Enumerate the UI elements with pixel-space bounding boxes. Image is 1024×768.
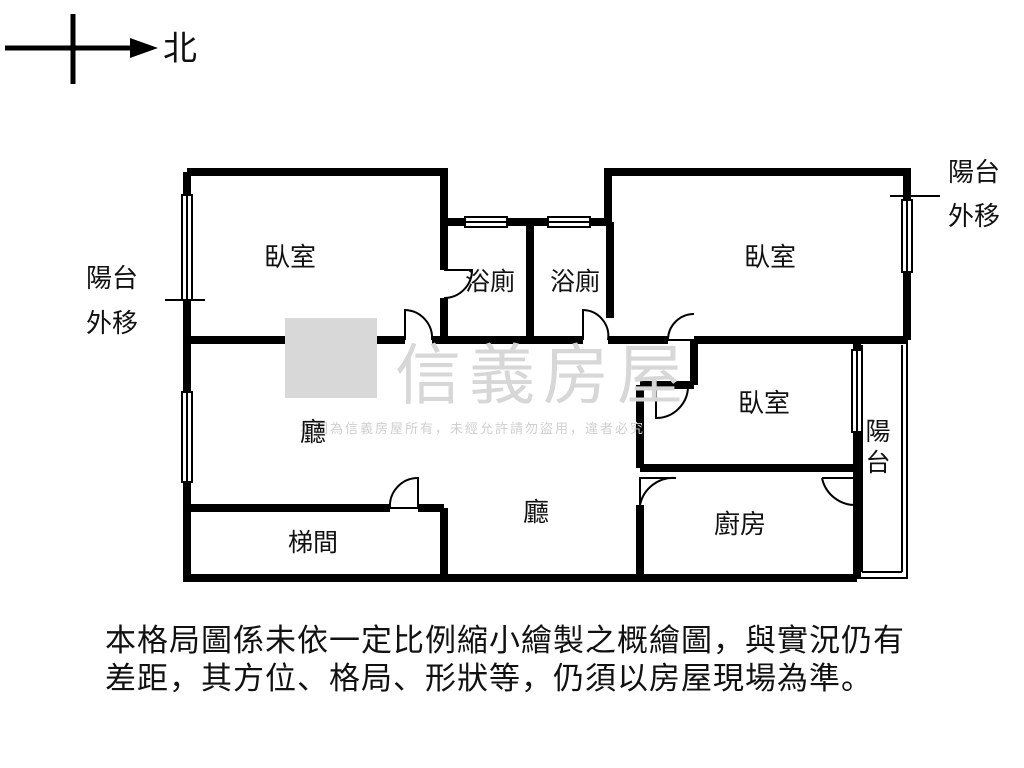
annotation-balcony-right-1: 陽台 (948, 158, 1001, 188)
room-hall-w: 廳 (300, 418, 327, 448)
windows (181, 194, 913, 483)
watermark-logo (285, 318, 377, 398)
room-bedroom-e: 臥室 (738, 389, 791, 419)
disclaimer-notice: 本格局圖係未依一定比例縮小繪製之概繪圖，與實況仍有差距，其方位、格局、形狀等，仍… (105, 623, 905, 697)
north-arrow (5, 14, 158, 84)
room-bedroom-ne: 臥室 (744, 243, 797, 273)
annotation-balcony-right-2: 外移 (948, 202, 1001, 232)
room-bath-2: 浴廁 (550, 267, 601, 296)
watermark-copyright: 本圖為信義房屋所有，未經允許請勿盜用，違者必究 (300, 422, 646, 437)
room-bath-1: 浴廁 (465, 267, 516, 296)
watermark-brand: 信義房屋 (395, 337, 691, 414)
room-stairs: 梯間 (288, 528, 339, 557)
room-bedroom-nw: 臥室 (264, 243, 317, 273)
annotation-balcony-left-1: 陽台 (86, 264, 139, 294)
annotation-balcony-left-2: 外移 (86, 309, 139, 339)
north-label: 北 (163, 29, 197, 69)
doors (388, 269, 858, 509)
annotation-lines (165, 195, 940, 301)
room-balcony: 陽台 (862, 418, 891, 480)
room-kitchen: 廚房 (714, 510, 767, 540)
room-hall-c: 廳 (523, 498, 550, 528)
